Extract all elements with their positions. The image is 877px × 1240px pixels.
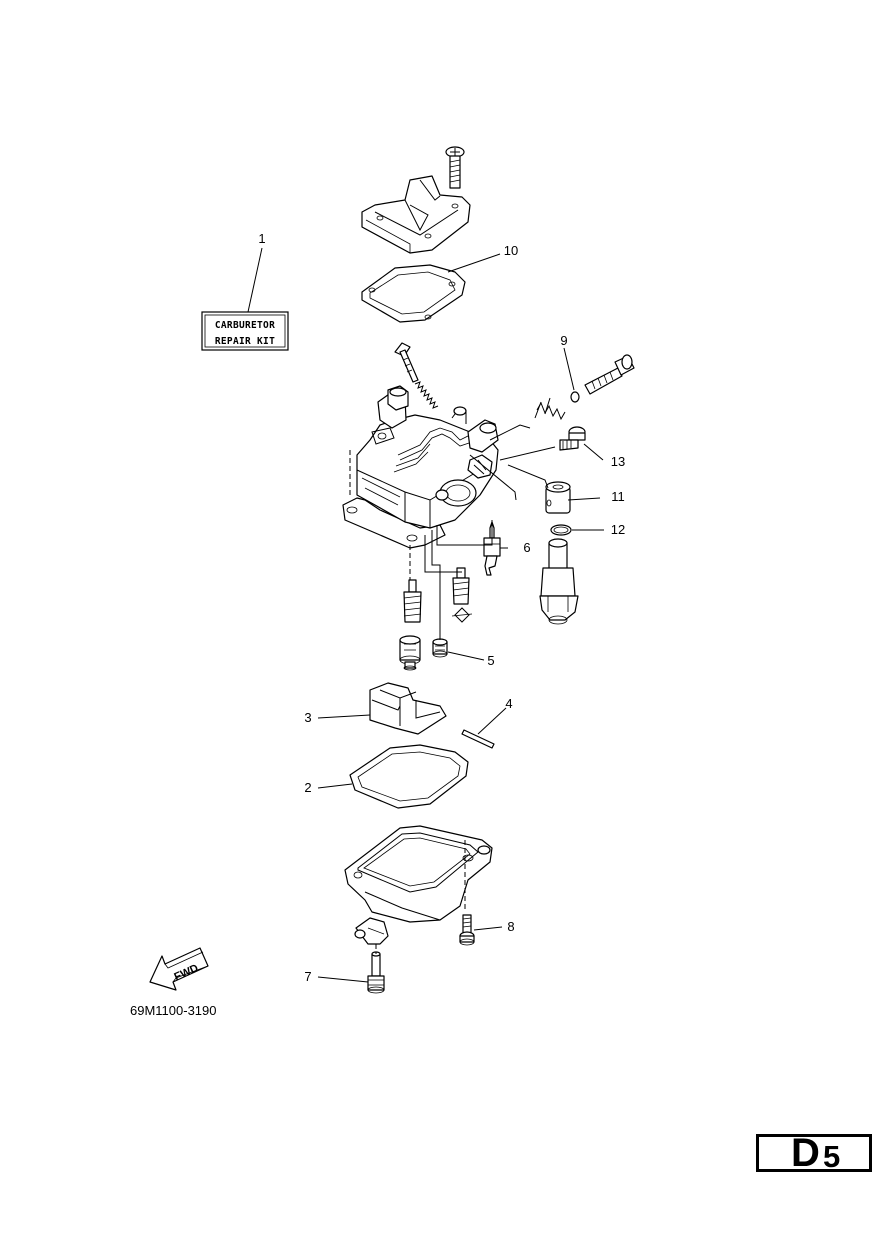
- page-badge-number: 5: [823, 1139, 841, 1174]
- callout-8: 8: [507, 919, 514, 934]
- callout-11: 11: [611, 489, 625, 504]
- page-index-badge: D 5: [756, 1131, 872, 1175]
- callout-2: 2: [304, 780, 311, 795]
- float-pin: [461, 729, 495, 749]
- main-jet-plug: [432, 638, 448, 658]
- needle-valve: [483, 521, 501, 576]
- drain-plug: [367, 951, 385, 994]
- throttle-stop-screw-assembly: [534, 354, 635, 421]
- drain-screw: [559, 426, 586, 451]
- repair-kit-line2: REPAIR KIT: [215, 336, 275, 347]
- callout-3: 3: [304, 710, 311, 725]
- float: [369, 682, 447, 735]
- callout-1: 1: [258, 231, 265, 246]
- slow-jet: [451, 567, 473, 623]
- assembly-lines: [349, 446, 556, 954]
- page-badge-letter: D: [791, 1131, 820, 1175]
- callout-5: 5: [487, 653, 494, 668]
- callout-9: 9: [560, 333, 567, 348]
- main-jet-tube: [539, 538, 579, 625]
- diaphragm-gasket: [361, 264, 466, 323]
- drawing-number: 69M1100-3190: [130, 1003, 217, 1018]
- callout-7: 7: [304, 969, 311, 984]
- fwd-arrow-icon: FWD: [149, 947, 209, 991]
- callout-13: 13: [611, 454, 625, 469]
- pilot-screw-assembly: [394, 342, 439, 409]
- leader-lines: [247, 247, 604, 983]
- callout-labels: 1 10 9 13 11 12 6 5 4 3 2 8 7: [258, 231, 625, 984]
- callout-10: 10: [504, 243, 518, 258]
- carburetor-body: [342, 385, 531, 549]
- callout-4: 4: [505, 696, 512, 711]
- callout-6: 6: [523, 540, 530, 555]
- float-bowl: [344, 825, 493, 945]
- o-ring: [550, 524, 572, 536]
- main-nozzle-holder: [545, 481, 571, 514]
- float-bowl-gasket: [349, 744, 469, 809]
- repair-kit-label-box: CARBURETOR REPAIR KIT: [201, 311, 289, 351]
- callout-12: 12: [611, 522, 625, 537]
- top-cover: [361, 175, 471, 254]
- float-bowl-screw: [459, 914, 475, 946]
- pilot-jet: [399, 579, 422, 671]
- top-cover-screw: [445, 146, 465, 189]
- repair-kit-line1: CARBURETOR: [215, 320, 275, 331]
